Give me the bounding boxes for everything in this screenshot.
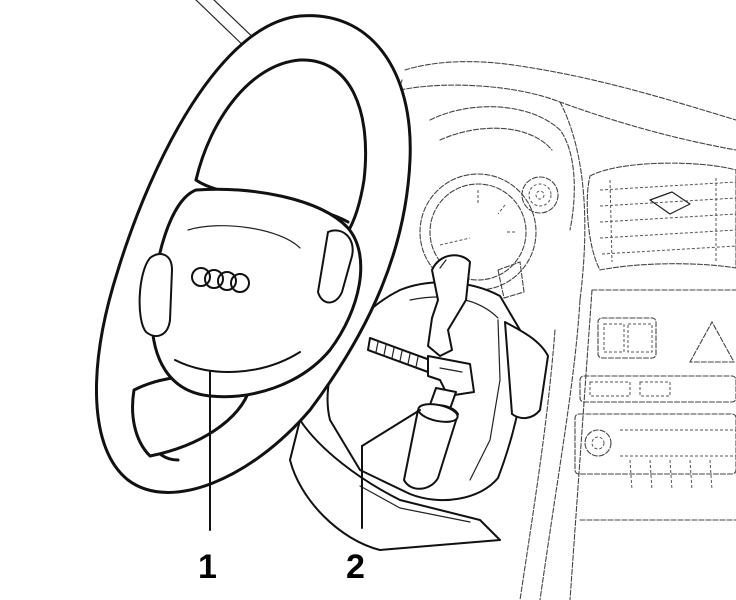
stalk-lever [427,254,471,357]
callout-1: 1 [198,548,217,586]
callout-2: 2 [346,548,365,586]
center-console [569,289,736,600]
air-vent [586,162,736,271]
special-tool [367,337,475,490]
leader-lines [209,371,421,531]
column-shroud [289,281,549,551]
steering-wheel[interactable] [95,14,412,494]
dashboard-outline [195,0,736,600]
audi-logo [191,267,250,293]
